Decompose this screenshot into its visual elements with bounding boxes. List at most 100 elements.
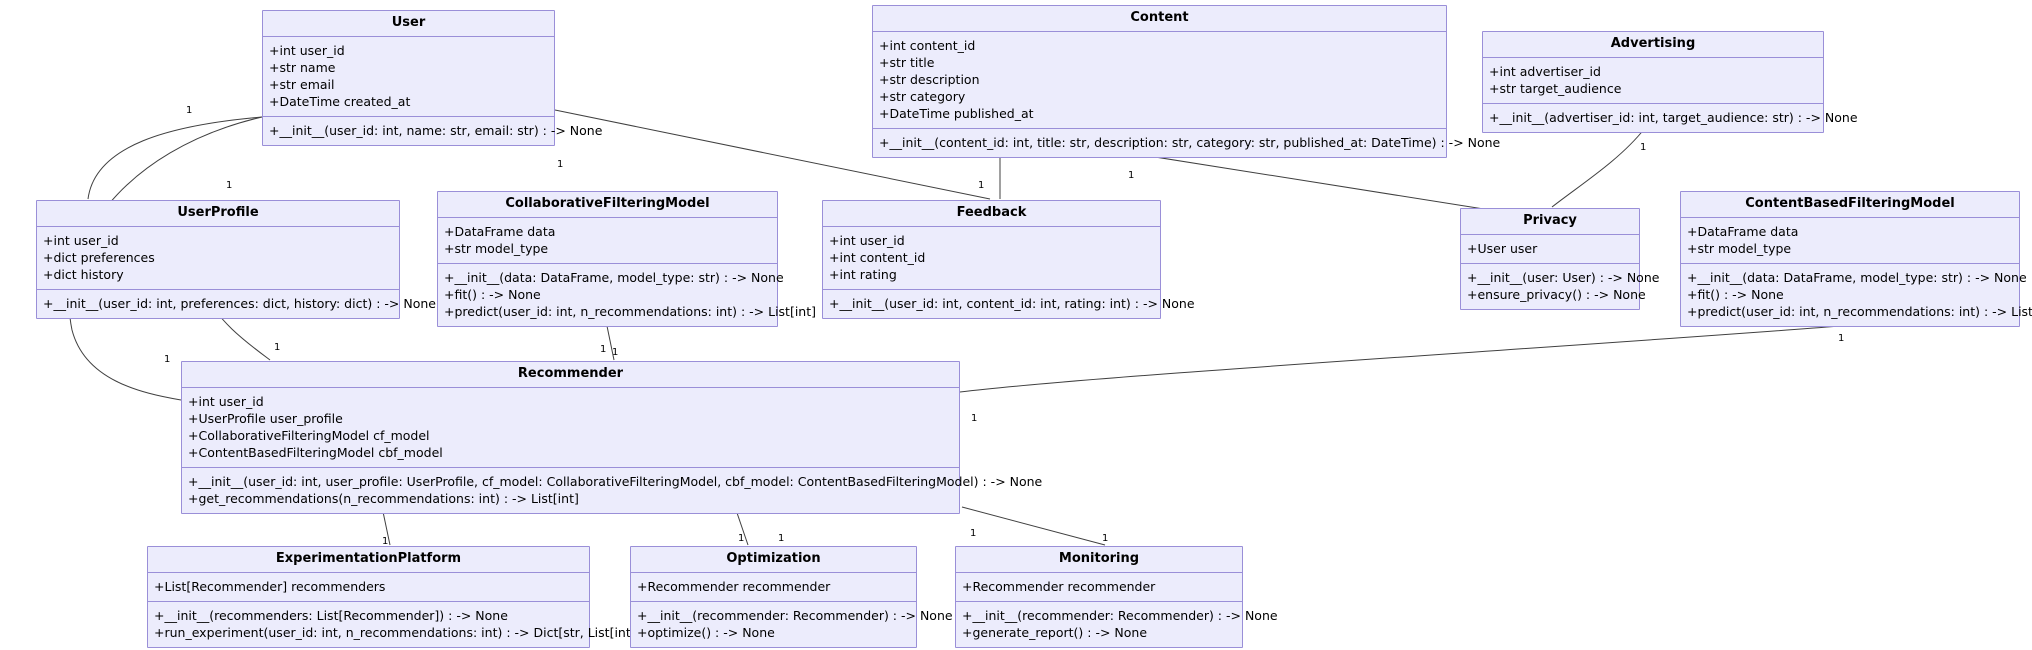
uml-attribute: +int user_id xyxy=(188,394,264,409)
multiplicity-label: 1 xyxy=(1640,142,1647,153)
uml-class-optimization[interactable]: Optimization +Recommender recommender +__i… xyxy=(630,546,953,648)
multiplicity-label: 1 xyxy=(274,342,281,353)
multiplicity-label: 1 xyxy=(186,105,193,116)
uml-method: +ensure_privacy() : -> None xyxy=(1467,287,1646,302)
uml-methods-compartment: +__init__(recommender: Recommender) : ->… xyxy=(631,602,953,647)
uml-attribute: +DataFrame data xyxy=(1687,224,1799,239)
uml-method: +get_recommendations(n_recommendations: … xyxy=(188,491,579,506)
uml-attribute: +int content_id xyxy=(829,250,926,265)
uml-class-recommender[interactable]: Recommender +int user_id +UserProfile user… xyxy=(181,361,1043,514)
uml-attributes-compartment: +DataFrame data+str model_type xyxy=(438,218,777,264)
uml-attribute: +str target_audience xyxy=(1489,81,1622,96)
uml-attribute: +CollaborativeFilteringModel cf_model xyxy=(188,428,430,443)
uml-attribute: +str model_type xyxy=(1687,241,1792,256)
multiplicity-label: 1 xyxy=(1128,170,1135,181)
uml-method: +__init__(user_id: int, name: str, email… xyxy=(269,123,603,138)
multiplicity-label: 1 xyxy=(738,533,745,544)
uml-attributes-compartment: +int user_id +UserProfile user_profile +Co… xyxy=(182,388,959,468)
uml-methods-compartment: +__init__(user_id: int, preferences: dic… xyxy=(37,290,436,318)
multiplicity-label: 1 xyxy=(226,180,233,191)
multiplicity-label: 1 xyxy=(1838,333,1845,344)
uml-class-title: Optimization xyxy=(631,547,916,573)
uml-class-title: ExperimentationPlatform xyxy=(148,547,589,573)
uml-attribute: +int content_id xyxy=(879,38,976,53)
uml-attribute: +dict history xyxy=(43,267,124,282)
uml-attribute: +str category xyxy=(879,89,966,104)
uml-attribute: +Recommender recommender xyxy=(962,579,1156,594)
multiplicity-label: 1 xyxy=(778,533,785,544)
uml-class-cbfmodel[interactable]: ContentBasedFilteringModel+DataFrame dat… xyxy=(1680,191,2032,327)
association-edge xyxy=(961,506,1106,546)
uml-attribute: +int advertiser_id xyxy=(1489,64,1601,79)
uml-method: +fit() : -> None xyxy=(444,287,541,302)
multiplicity-label: 1 xyxy=(970,528,977,539)
uml-attribute: +int user_id xyxy=(269,43,345,58)
uml-attribute: +Recommender recommender xyxy=(637,579,831,594)
uml-class-title: Advertising xyxy=(1483,32,1823,58)
uml-methods-compartment: +__init__(user: User) : -> None +ensure_p… xyxy=(1461,264,1660,309)
multiplicity-label: 1 xyxy=(600,344,607,355)
uml-attribute: +str email xyxy=(269,77,335,92)
uml-method: +fit() : -> None xyxy=(1687,287,1784,302)
uml-class-userprofile[interactable]: UserProfile+int user_id+dict preferences… xyxy=(36,200,436,319)
uml-attributes-compartment: +int content_id +str title +str descriptio… xyxy=(873,32,1446,129)
uml-attributes-compartment: +int user_id +dict preferences +dict histo… xyxy=(37,227,399,290)
uml-attribute: +ContentBasedFilteringModel cbf_model xyxy=(188,445,443,460)
uml-method: +__init__(user_id: int, content_id: int,… xyxy=(829,296,1195,311)
uml-attribute: +List[Recommender] recommenders xyxy=(154,579,386,594)
uml-method: +predict(user_id: int, n_recommendations… xyxy=(444,304,817,319)
multiplicity-label: 1 xyxy=(164,354,171,365)
uml-methods-compartment: +__init__(user_id: int, user_profile: Us… xyxy=(182,468,1043,513)
association-edge xyxy=(1551,127,1646,208)
uml-method: +optimize() : -> None xyxy=(637,625,775,640)
uml-attribute: +str name xyxy=(269,60,336,75)
uml-class-cfmodel[interactable]: CollaborativeFilteringModel+DataFrame da… xyxy=(437,191,817,327)
uml-attribute: +str model_type xyxy=(444,241,549,256)
uml-class-experimentation[interactable]: ExperimentationPlatform +List[Recommender… xyxy=(147,546,641,648)
uml-class-user[interactable]: User+int user_id+str name+str email+Date… xyxy=(262,10,603,146)
uml-method: +predict(user_id: int, n_recommendations… xyxy=(1687,304,2032,319)
uml-methods-compartment: +__init__(data: DataFrame, model_type: s… xyxy=(438,264,817,326)
uml-methods-compartment: +__init__(advertiser_id: int, target_aud… xyxy=(1483,104,1858,132)
uml-class-title: User xyxy=(263,11,554,37)
uml-method: +__init__(advertiser_id: int, target_aud… xyxy=(1489,110,1858,125)
uml-class-content[interactable]: Content +int content_id +str title +str des… xyxy=(872,5,1501,158)
uml-attribute: +int user_id xyxy=(43,233,119,248)
uml-attribute: +dict preferences xyxy=(43,250,155,265)
uml-attributes-compartment: +int user_id+str name+str email+DateTime… xyxy=(263,37,554,117)
multiplicity-label: 1 xyxy=(971,413,978,424)
uml-methods-compartment: +__init__(recommender: Recommender) : ->… xyxy=(956,602,1278,647)
uml-methods-compartment: +__init__(user_id: int, content_id: int,… xyxy=(823,290,1195,318)
uml-method: +__init__(user: User) : -> None xyxy=(1467,270,1660,285)
uml-class-monitoring[interactable]: Monitoring+Recommender recommender+__ini… xyxy=(955,546,1278,648)
uml-method: +__init__(user_id: int, preferences: dic… xyxy=(43,296,436,311)
uml-attribute: +UserProfile user_profile xyxy=(188,411,343,426)
uml-class-advertising[interactable]: Advertising +int advertiser_id +str target… xyxy=(1482,31,1858,133)
uml-methods-compartment: +__init__(data: DataFrame, model_type: s… xyxy=(1681,264,2032,326)
uml-class-feedback[interactable]: Feedback+int user_id+int content_id+int … xyxy=(822,200,1195,319)
uml-method: +__init__(data: DataFrame, model_type: s… xyxy=(1687,270,2027,285)
uml-method: +generate_report() : -> None xyxy=(962,625,1148,640)
uml-class-privacy[interactable]: Privacy +User user +__init__(user: User) :… xyxy=(1460,208,1660,310)
multiplicity-label: 1 xyxy=(612,347,619,358)
uml-method: +__init__(user_id: int, user_profile: Us… xyxy=(188,474,1043,489)
uml-attribute: +str description xyxy=(879,72,980,87)
multiplicity-label: 1 xyxy=(1102,533,1109,544)
uml-attribute: +User user xyxy=(1467,241,1538,256)
uml-class-title: Recommender xyxy=(182,362,959,388)
uml-method: +__init__(content_id: int, title: str, d… xyxy=(879,135,1501,150)
uml-method: +__init__(recommenders: List[Recommender… xyxy=(154,608,508,623)
uml-attribute: +str title xyxy=(879,55,935,70)
multiplicity-label: 1 xyxy=(382,536,389,547)
uml-attribute: +int user_id xyxy=(829,233,905,248)
uml-method: +__init__(recommender: Recommender) : ->… xyxy=(962,608,1278,623)
uml-attributes-compartment: +DataFrame data +str model_type xyxy=(1681,218,2019,264)
uml-attribute: +int rating xyxy=(829,267,897,282)
uml-attribute: +DateTime published_at xyxy=(879,106,1034,121)
multiplicity-label: 1 xyxy=(557,159,564,170)
uml-class-title: Privacy xyxy=(1461,209,1639,235)
uml-class-title: ContentBasedFilteringModel xyxy=(1681,192,2019,218)
uml-class-title: Content xyxy=(873,6,1446,32)
uml-methods-compartment: +__init__(content_id: int, title: str, d… xyxy=(873,129,1501,157)
